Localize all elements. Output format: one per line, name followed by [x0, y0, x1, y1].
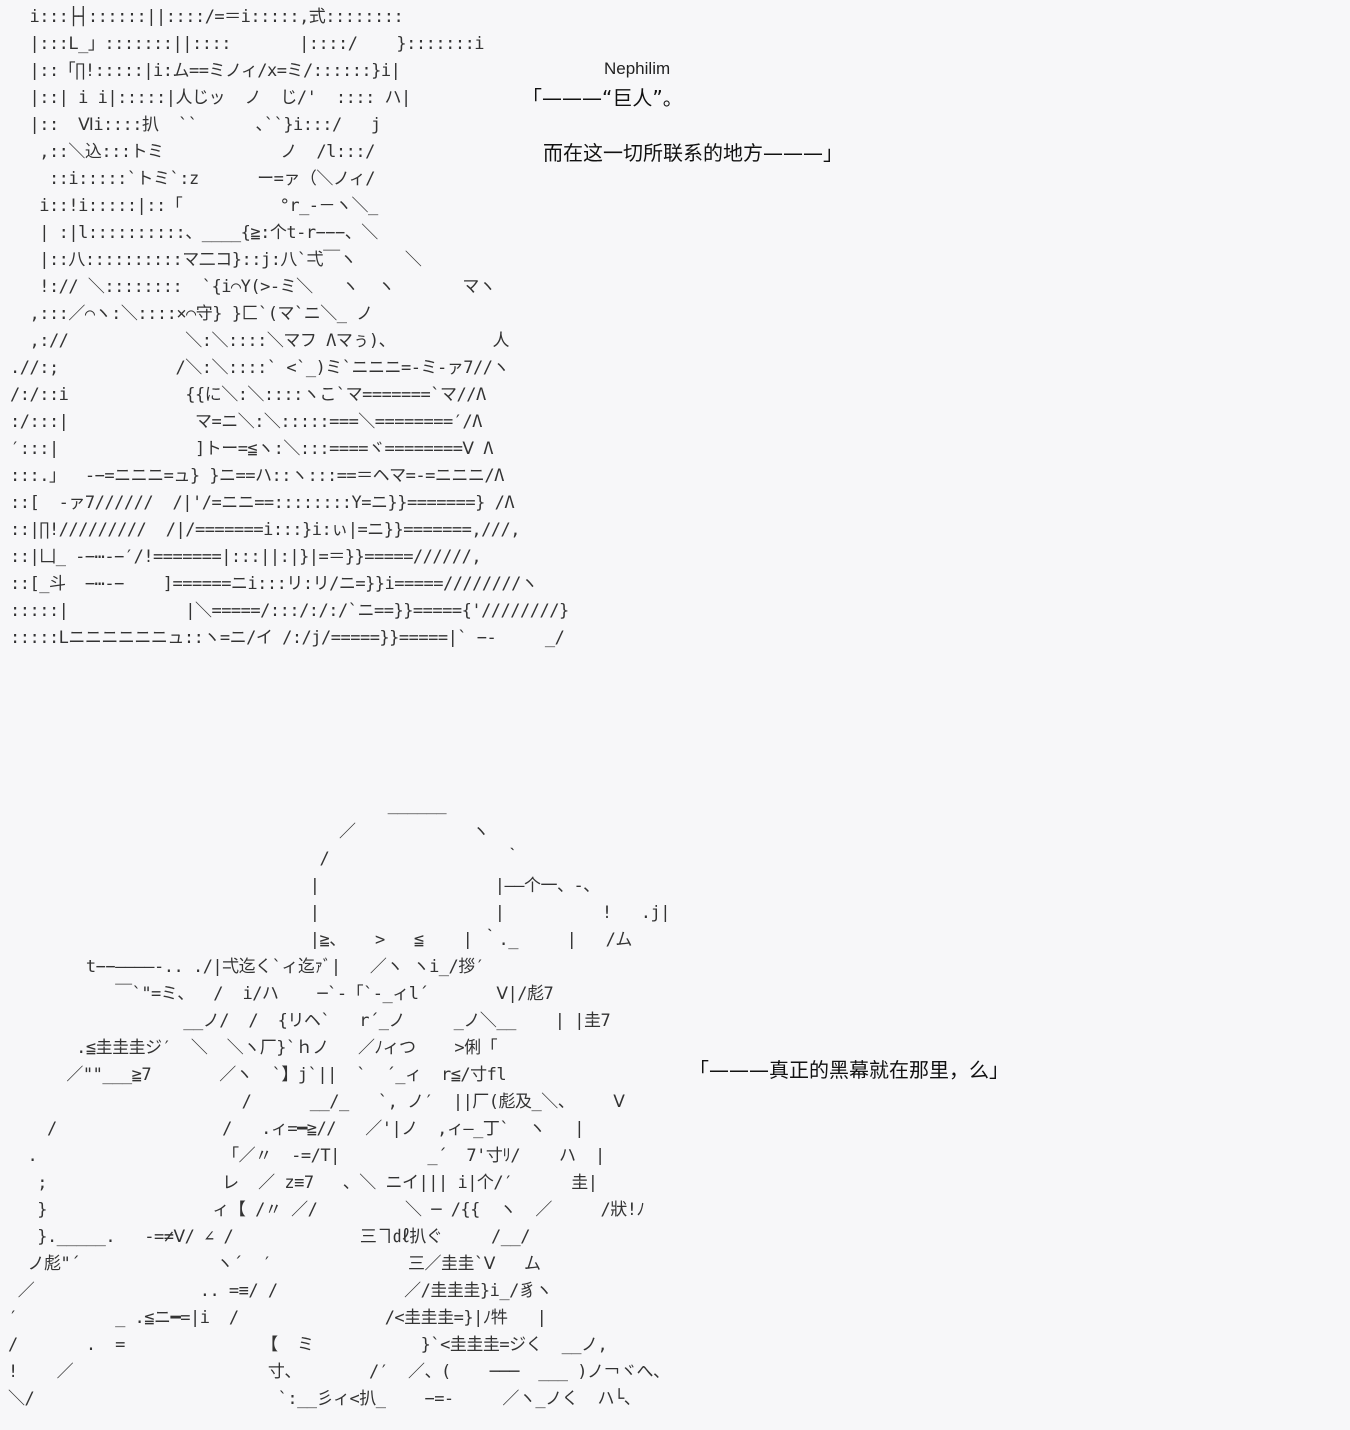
dialogue-line-giant: 「———“巨人”。: [522, 86, 683, 110]
dialogue-line-true-mastermind: 「———真正的黑幕就在那里，么」: [689, 1058, 1009, 1082]
ascii-art-character-bottom: ______ ／ ヽ / ｀ | |——个一、-、 |: [8, 795, 670, 1409]
dialogue-line-connected-place: 而在这一切所联系的地方———」: [543, 141, 843, 165]
ascii-art-character-top: i:::├┤::::::||::::/=＝i:::::,式:::::::: |:…: [10, 7, 569, 648]
ruby-annotation: Nephilim: [604, 59, 671, 78]
